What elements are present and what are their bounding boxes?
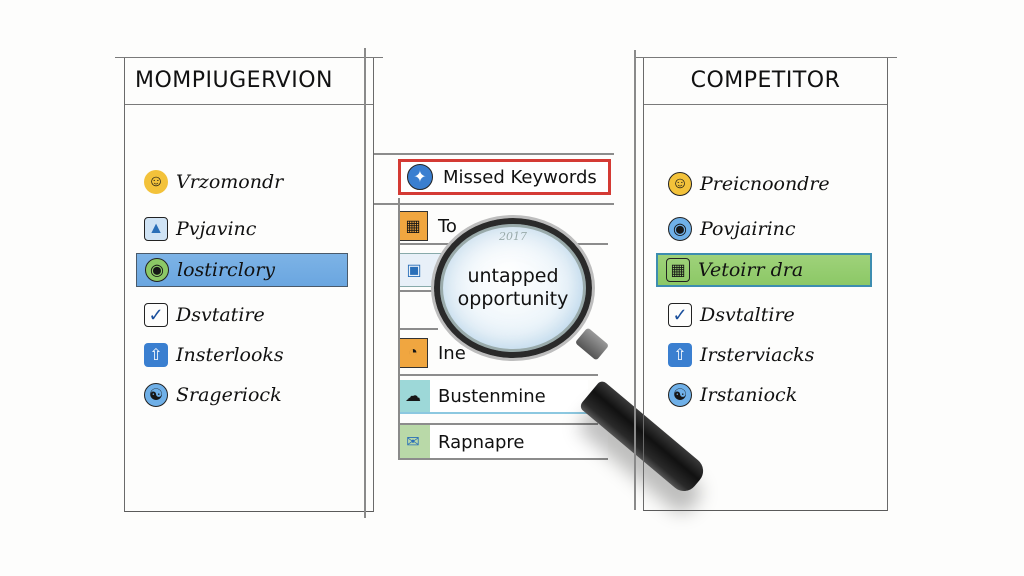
list-item[interactable]: ☺ Preicnoondre <box>668 169 830 199</box>
divider <box>398 328 438 330</box>
list-item[interactable]: ▦ To <box>398 209 608 243</box>
panel-title: MOMPIUGERVION <box>135 68 333 93</box>
pie-icon: ◔ <box>398 338 428 368</box>
chart-icon: ▦ <box>398 211 428 241</box>
image-icon: ▲ <box>144 217 168 241</box>
list-item[interactable]: ☁ Bustenmine <box>398 380 588 414</box>
list-item-highlighted[interactable]: ◉ lostirclory <box>136 253 348 287</box>
list-item[interactable]: ▲ Pvjavinc <box>144 214 256 244</box>
divider <box>398 423 598 425</box>
list-item[interactable]: ☯ Srageriock <box>144 380 282 410</box>
sketch-line <box>364 48 366 518</box>
magnifier-neck <box>574 327 610 361</box>
globe-icon: ✦ <box>407 164 433 190</box>
your-site-panel: MOMPIUGERVION <box>115 57 383 512</box>
list-item[interactable]: ✓ Dsvtatire <box>144 300 265 330</box>
list-item-highlighted[interactable]: ▦ Vetoirr dra <box>656 253 872 287</box>
grid-icon: ▦ <box>666 258 690 282</box>
lens-text-line2: opportunity <box>457 288 569 310</box>
sketch-line <box>398 198 400 460</box>
checkbox-icon: ✓ <box>144 303 168 327</box>
list-item[interactable]: ☺ Vrzomondr <box>144 167 283 197</box>
envelope-icon: ✉ <box>406 434 420 451</box>
panel-header: COMPETITOR <box>644 57 887 105</box>
missed-keywords-item[interactable]: ✦ Missed Keywords <box>398 159 611 195</box>
divider <box>398 290 438 292</box>
sketch-line <box>634 50 636 510</box>
divider <box>374 203 614 205</box>
globe-icon: ◉ <box>145 258 169 282</box>
globe-icon: ◉ <box>668 217 692 241</box>
divider <box>398 458 608 460</box>
competitor-panel: COMPETITOR <box>634 57 897 511</box>
divider <box>374 153 614 155</box>
list-item[interactable]: ◉ Povjairinc <box>668 214 796 244</box>
cloud-icon: ☁ <box>405 388 421 405</box>
divider <box>398 374 598 376</box>
user-search-icon: ☺ <box>144 170 168 194</box>
list-item[interactable]: ✉ Rapnapre <box>398 425 608 459</box>
list-item[interactable]: ⇧ Irsterviacks <box>668 340 814 370</box>
checkbox-icon: ✓ <box>668 303 692 327</box>
panel-title: COMPETITOR <box>690 68 841 93</box>
upload-icon: ⇧ <box>668 343 692 367</box>
network-icon: ☯ <box>668 383 692 407</box>
list-item[interactable]: ☯ Irstaniock <box>668 380 797 410</box>
device-icon: ▣ <box>406 262 422 279</box>
lens-text-line1: untapped <box>467 265 559 287</box>
list-item[interactable]: ⇧ Insterlooks <box>144 340 284 370</box>
magnifying-glass-icon: 2017 untapped opportunity <box>434 218 592 358</box>
user-search-icon: ☺ <box>668 172 692 196</box>
network-icon: ☯ <box>144 383 168 407</box>
panel-header: MOMPIUGERVION <box>125 57 373 105</box>
upload-icon: ⇧ <box>144 343 168 367</box>
list-item[interactable]: ✓ Dsvtaltire <box>668 300 795 330</box>
